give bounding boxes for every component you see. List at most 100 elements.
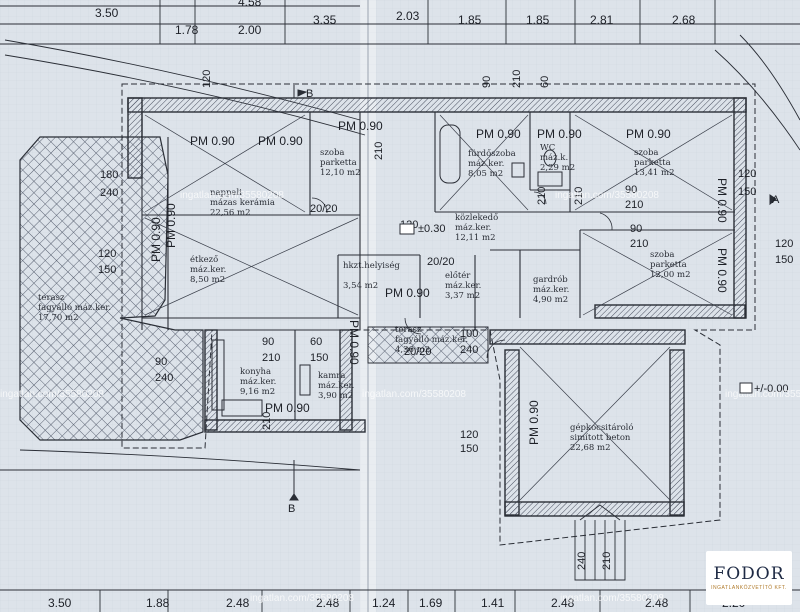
- top-dimension-label: 1.85: [458, 13, 482, 27]
- fixtures: [211, 124, 563, 417]
- kitchen-sink: [221, 399, 263, 417]
- opening-dimension: 210: [262, 352, 280, 364]
- room-label: szoba: [320, 148, 344, 158]
- room-label: kamra: [318, 371, 345, 381]
- section-mark: A: [772, 194, 780, 206]
- level-label: 20/20: [404, 346, 432, 358]
- top-dimension-label: 1.78: [175, 23, 199, 37]
- door-label: PM 0.90: [149, 217, 163, 262]
- door-label: PM 0.90: [258, 134, 303, 148]
- level-label: 20/20: [310, 203, 338, 215]
- room-label: máz.ker.: [318, 380, 354, 391]
- opening-dimension: 120: [98, 248, 116, 260]
- room-label: gardrób: [533, 274, 568, 285]
- bottom-dimension-label: 1.69: [419, 596, 443, 610]
- level-label: +/-0.00: [754, 383, 789, 395]
- room-label: 2,29 m2: [540, 163, 575, 173]
- room-label: máz.ker.: [190, 264, 226, 275]
- room-label: parketta: [320, 158, 357, 168]
- section-markers: [289, 85, 777, 501]
- kitchen-counter: [211, 339, 225, 411]
- sink-bathroom: [511, 162, 525, 178]
- room-label: 3,37 m2: [445, 291, 480, 301]
- door-label: PM 0.90: [190, 134, 235, 148]
- room-label: 22,56 m2: [210, 208, 251, 218]
- room-label: 13,41 m2: [634, 168, 675, 178]
- opening-dimension: 150: [310, 352, 328, 364]
- room-label: WC: [540, 143, 555, 153]
- opening-dimension: 210: [261, 412, 273, 430]
- door-label: PM 0.90: [537, 127, 582, 141]
- terrace-east-hatch: [367, 326, 489, 364]
- opening-dimension: 240: [460, 344, 478, 356]
- room-label: máz.ker.: [468, 158, 504, 169]
- opening-dimension: 210: [630, 238, 648, 250]
- opening-dimension: 240: [100, 187, 118, 199]
- room-label: 17,70 m2: [38, 313, 79, 323]
- bottom-dimension-label: 1.24: [372, 596, 396, 610]
- room-label: 22,68 m2: [570, 443, 611, 453]
- bottom-dimension-label: 1.88: [146, 596, 170, 610]
- logo-subtitle: INGATLANKÖZVETÍTŐ KFT.: [711, 585, 787, 591]
- top-dimension-label: 2.03: [396, 9, 420, 23]
- bottom-dimension-label: 2.48: [226, 596, 250, 610]
- room-label: fürdőszoba: [468, 148, 516, 159]
- level-label: 20/20: [427, 256, 455, 268]
- opening-dimension: 180: [100, 169, 118, 181]
- opening-dimension: 120: [201, 70, 213, 88]
- room-label: 4,90 m2: [533, 295, 568, 305]
- opening-dimension: 150: [738, 186, 756, 198]
- opening-dimension: 210: [536, 187, 548, 205]
- door-label: PM 0.90: [164, 203, 178, 248]
- room-label: közlekedő: [455, 212, 498, 223]
- watermark: ingatlan.com/35580208: [560, 593, 664, 604]
- top-dimension-label: 2.00: [238, 23, 262, 37]
- door-label: PM 0.90: [527, 400, 541, 445]
- interior-walls: [141, 112, 735, 420]
- room-label: nappali: [210, 188, 242, 198]
- room-label: 9,16 m2: [240, 387, 275, 397]
- room-label: 3,54 m2: [343, 281, 378, 291]
- garage-door: [574, 504, 626, 581]
- door-label: PM 0.90: [347, 320, 361, 365]
- opening-dimension: 90: [155, 356, 167, 368]
- agency-logo: FODOR INGATLANKÖZVETÍTŐ KFT.: [706, 551, 792, 605]
- section-mark: B: [306, 88, 313, 100]
- bottom-dimension-label: 3.50: [48, 596, 72, 610]
- room-label: máz.ker.: [455, 222, 491, 233]
- door-label: PM 0.90: [338, 119, 383, 133]
- top-dimension-label: 2.81: [590, 13, 614, 27]
- room-label: parketta: [634, 158, 671, 168]
- room-label: szoba: [650, 250, 674, 260]
- opening-dimension: 210: [511, 70, 523, 88]
- opening-dimension: 150: [98, 264, 116, 276]
- opening-dimension: 120: [738, 168, 756, 180]
- opening-dimension: 90: [481, 76, 493, 88]
- room-label: előtér: [445, 270, 471, 281]
- room-label: máz.ker.: [240, 376, 276, 387]
- room-diagonals: [144, 114, 733, 501]
- room-label: 12,10 m2: [320, 168, 361, 178]
- pantry-shelf: [299, 364, 311, 396]
- opening-dimension: 240: [155, 372, 173, 384]
- opening-dimension: 240: [576, 552, 588, 570]
- level-marker-symbol: [399, 223, 753, 394]
- door-label: PM 0.90: [265, 401, 310, 415]
- opening-dimension: 120: [460, 429, 478, 441]
- watermark: ingatlan.com/35580208: [0, 389, 104, 400]
- room-label: 4,36 m2: [395, 345, 430, 355]
- door-swings: [311, 191, 613, 359]
- opening-dimension: 210: [373, 142, 385, 160]
- opening-dimension: 100: [460, 328, 478, 340]
- bathtub: [439, 124, 461, 184]
- door-label: PM 0.90: [476, 127, 521, 141]
- opening-dimension: 90: [630, 223, 642, 235]
- toilet: [543, 149, 557, 167]
- bottom-dimension-label: 1.41: [481, 596, 505, 610]
- logo-word: FODOR: [713, 564, 785, 584]
- room-label: konyha: [240, 367, 271, 377]
- opening-dimension: 210: [573, 187, 585, 205]
- watermark: ingatlan.com/35580208: [250, 593, 354, 604]
